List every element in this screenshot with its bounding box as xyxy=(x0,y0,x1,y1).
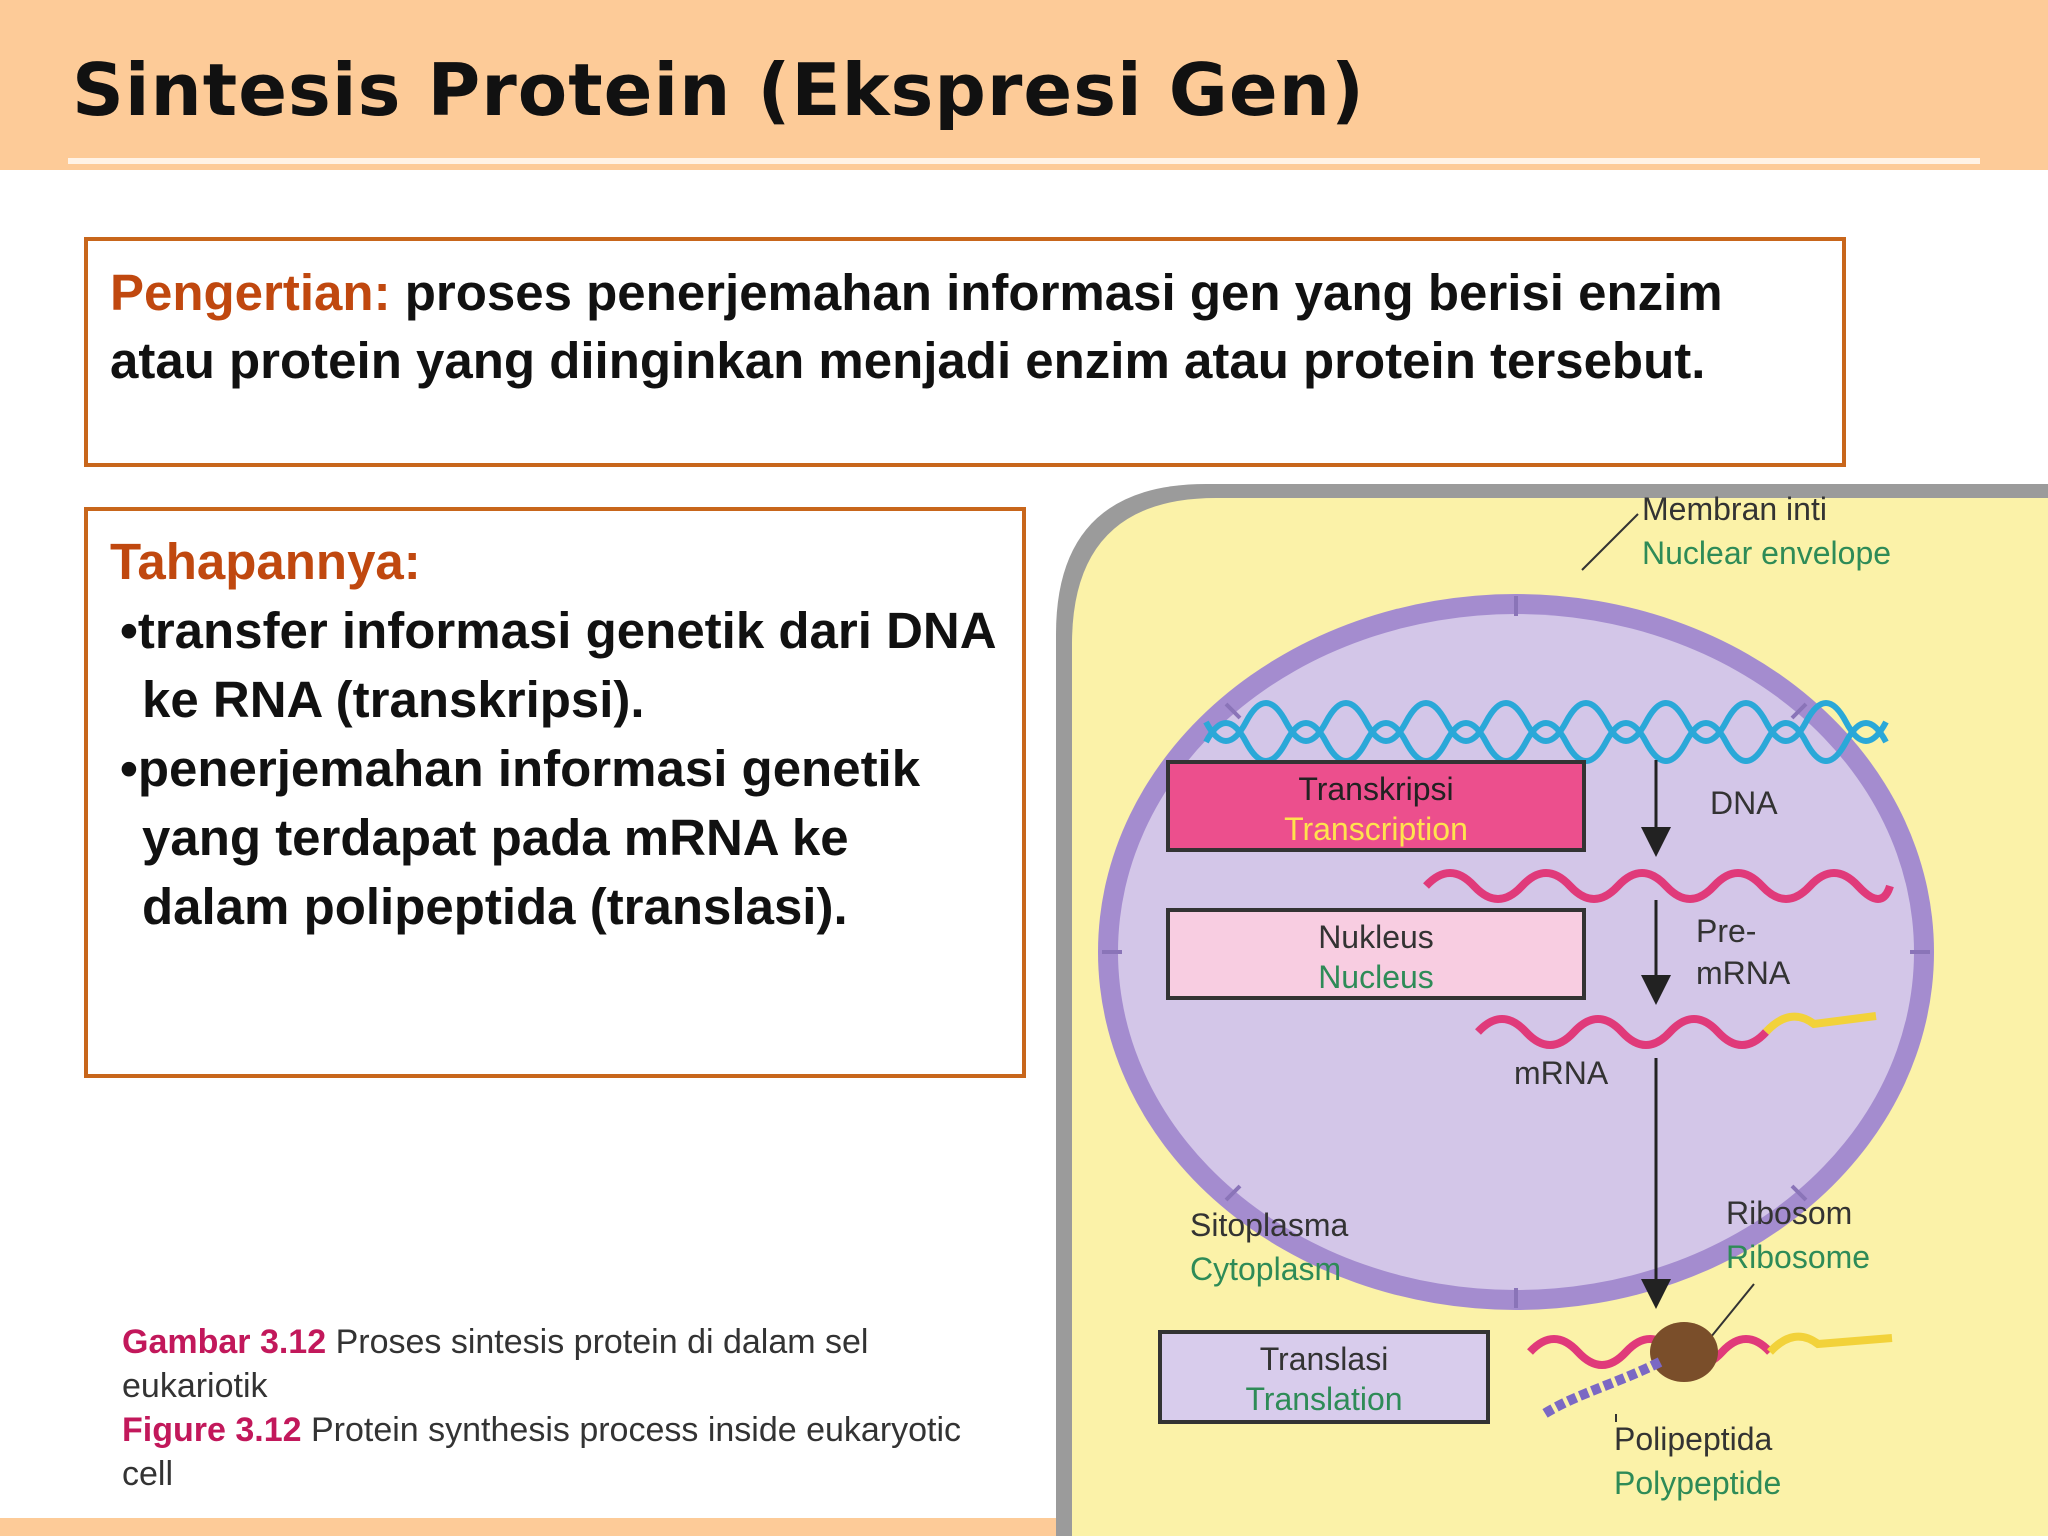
cytoplasmic-mrna-tail xyxy=(1767,1332,1893,1355)
caption-english: Figure 3.12 Protein synthesis process in… xyxy=(122,1408,1002,1496)
definition-label: Pengertian: xyxy=(110,264,391,321)
dna-label: DNA xyxy=(1710,785,1778,821)
transcription-label-id: Transkripsi xyxy=(1298,771,1453,807)
stages-label: Tahapannya: xyxy=(110,533,421,590)
envelope-label-id: Membran inti xyxy=(1642,491,1827,527)
caption-id-label: Gambar 3.12 xyxy=(122,1323,327,1361)
ribosome-label-en: Ribosome xyxy=(1726,1239,1870,1275)
stage-item-translation: •penerjemahan informasi genetik yang ter… xyxy=(120,740,921,935)
stage-item-transcription: •transfer informasi genetik dari DNA ke … xyxy=(120,602,995,728)
pre-mrna-label-1: Pre- xyxy=(1696,913,1756,949)
header-rule xyxy=(68,158,1980,164)
stages-box: Tahapannya: •transfer informasi genetik … xyxy=(84,507,1026,1078)
cytoplasm-label-en: Cytoplasm xyxy=(1190,1251,1341,1287)
caption-id-text: Proses sintesis protein di dalam sel euk… xyxy=(122,1323,869,1405)
translation-box xyxy=(1158,1330,1490,1424)
pre-mrna-strand xyxy=(1423,869,1894,903)
pre-mrna-label-2: mRNA xyxy=(1696,955,1791,991)
cytoplasmic-mrna xyxy=(1527,1335,1773,1369)
polypeptide-chain xyxy=(1541,1357,1663,1419)
footer-bar xyxy=(0,1518,1058,1536)
ribosome-label-id: Ribosom xyxy=(1726,1195,1852,1231)
definition-box: Pengertian: proses penerjemahan informas… xyxy=(84,237,1846,467)
definition-text: proses penerjemahan informasi gen yang b… xyxy=(110,264,1723,389)
diagram-svg: Membran inti Nuclear envelope Transkrips… xyxy=(1056,484,2048,1536)
mrna-poly-a-tail xyxy=(1763,1012,1877,1035)
cytoplasm-label-id: Sitoplasma xyxy=(1190,1207,1349,1243)
nuclear-pores xyxy=(1102,596,1930,1308)
caption-indonesian: Gambar 3.12 Proses sintesis protein di d… xyxy=(122,1320,1002,1408)
mrna-label: mRNA xyxy=(1514,1055,1609,1091)
caption-en-text: Protein synthesis process inside eukaryo… xyxy=(122,1411,962,1493)
transcription-box xyxy=(1166,760,1586,852)
polypeptide-label-id: Polipeptida xyxy=(1614,1421,1773,1457)
transcription-label-en: Transcription xyxy=(1284,811,1468,847)
envelope-label-en: Nuclear envelope xyxy=(1642,535,1891,571)
mrna-strand xyxy=(1475,1015,1769,1049)
nucleus-label-en: Nucleus xyxy=(1318,959,1434,995)
polypeptide-label-en: Polypeptide xyxy=(1614,1465,1781,1501)
figure-caption: Gambar 3.12 Proses sintesis protein di d… xyxy=(122,1320,1002,1496)
slide-title: Sintesis Protein (Ekspresi Gen) xyxy=(72,48,1365,132)
translation-label-id: Translasi xyxy=(1260,1341,1389,1377)
caption-en-label: Figure 3.12 xyxy=(122,1411,302,1449)
nucleus-label-id: Nukleus xyxy=(1318,919,1434,955)
translation-label-en: Translation xyxy=(1245,1381,1402,1417)
ribosome-shape xyxy=(1650,1322,1718,1382)
dna-helix xyxy=(1203,700,1889,764)
protein-synthesis-diagram: Membran inti Nuclear envelope Transkrips… xyxy=(1056,484,2048,1536)
nucleus-label-box xyxy=(1166,908,1586,1000)
envelope-leader-line xyxy=(1581,513,1639,571)
slide-header xyxy=(0,0,2048,170)
